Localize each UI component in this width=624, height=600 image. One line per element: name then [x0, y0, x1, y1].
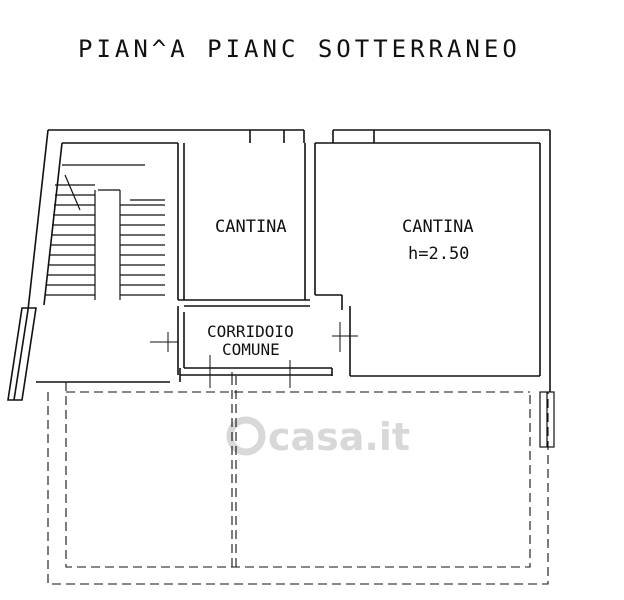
room-height-label: h=2.50 [408, 244, 469, 264]
watermark-text: casa.it [268, 415, 410, 459]
interior-walls [177, 143, 351, 382]
dashed-outline [47, 376, 549, 585]
watermark-logo-icon [226, 416, 266, 456]
staircase [45, 164, 165, 300]
window-right [539, 391, 555, 448]
watermark: casa.it [226, 415, 410, 459]
plan-title: PIAN^A PIANC SOTTERRANEO [78, 35, 521, 63]
room-label-comune: COMUNE [222, 340, 280, 359]
outer-walls [7, 129, 551, 401]
room-label-cantina-left: CANTINA [215, 217, 287, 237]
room-label-cantina-right: CANTINA [402, 217, 474, 237]
door-marks [150, 322, 358, 388]
room-label-corridoio: CORRIDOIO [207, 322, 294, 341]
